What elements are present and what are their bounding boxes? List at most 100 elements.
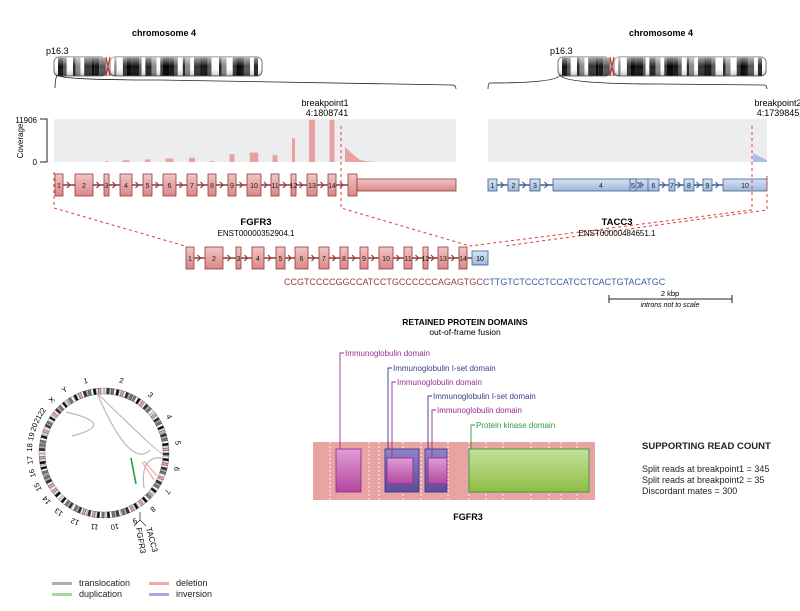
domain-label: Immunoglobulin domain: [397, 378, 482, 387]
intron-arrow: [282, 181, 287, 189]
legend: translocation deletion duplication inver…: [52, 578, 236, 600]
circos-chr-label: 13: [53, 506, 65, 518]
coverage-axis: [40, 118, 48, 163]
exon-label: 10: [741, 183, 749, 190]
split-reads-breakpoint1: Split reads at breakpoint1 = 345: [642, 464, 770, 474]
coverage-bar: [329, 119, 335, 162]
circos-band-chr5: [162, 452, 170, 456]
circos-band-chr11: [101, 511, 105, 519]
exon-label: 11: [271, 183, 278, 190]
intron-arrow: [155, 181, 160, 189]
exon-label: 3: [237, 256, 241, 263]
right-coverage-bars: [753, 153, 767, 162]
circos-band-chr9: [120, 508, 126, 516]
circos-chr-label: X: [47, 395, 57, 405]
circos-chr-label: 18: [25, 443, 35, 452]
exon-label: 3: [533, 183, 537, 190]
intron-arrow: [263, 181, 268, 189]
domains-title: RETAINED PROTEIN DOMAINS: [402, 317, 528, 327]
exon-10: [246, 173, 262, 197]
circos-chr-label: 22: [36, 406, 48, 418]
intron-arrow: [135, 181, 140, 189]
coverage-bar: [165, 158, 174, 162]
circos-band-chr15: [43, 474, 51, 480]
breakpoint1-label: breakpoint1: [301, 98, 348, 108]
domain-label: Immunoglobulin domain: [345, 349, 430, 358]
exon-label: 8: [210, 183, 214, 190]
breakpoint2-label: breakpoint2: [754, 98, 800, 108]
breakpoint2-position: 4:1739845: [757, 108, 800, 118]
intron-arrow: [244, 254, 249, 262]
exon-8: [339, 246, 349, 270]
intron-arrow: [66, 181, 71, 189]
exon-9: [359, 246, 369, 270]
exon-14: [327, 173, 337, 197]
read-count-title: SUPPORTING READ COUNT: [642, 441, 771, 452]
split-reads-breakpoint2: Split reads at breakpoint2 = 35: [642, 475, 765, 485]
exon-7: [668, 178, 676, 192]
left-chromosome-title: chromosome 4: [132, 28, 196, 38]
exon-label: 1: [188, 256, 192, 263]
exon-label: 8: [342, 256, 346, 263]
circos-band-chr21: [46, 420, 54, 426]
exon-7: [186, 173, 198, 197]
exon-12: [422, 246, 429, 270]
exon-label: 7: [670, 183, 674, 190]
fgfr3-gene-name: FGFR3: [240, 217, 271, 228]
coverage-bar: [189, 157, 195, 162]
exon-1: [185, 246, 195, 270]
domain-label: Immunoglobulin I-set domain: [393, 364, 496, 373]
exon-label: 9: [230, 183, 234, 190]
coverage-min-label: 0: [33, 158, 38, 167]
exon-label: 6: [168, 183, 172, 190]
circos-band-chr2: [104, 387, 107, 395]
circos-band-chr19: [40, 434, 48, 440]
domain-leader-line: [431, 409, 436, 458]
intron-arrow: [715, 181, 720, 189]
tacc3-fusion-guide-right: [504, 176, 768, 247]
exon-label: 13: [439, 256, 447, 263]
right-chromosome-title: chromosome 4: [629, 28, 693, 38]
circos-chr-label: 3: [146, 390, 155, 400]
legend-label-inversion: inversion: [176, 589, 213, 599]
intron-arrow: [639, 181, 644, 189]
right-chromosome-ideogram: [557, 56, 767, 77]
intron-arrow: [677, 181, 682, 189]
deletion-link: [141, 461, 155, 481]
discordant-mates: Discordant mates = 300: [642, 486, 738, 496]
exon-2: [204, 246, 224, 270]
tacc3-gene-name: TACC3: [602, 217, 633, 228]
circos-band-chr1: [98, 387, 102, 395]
legend-label-duplication: duplication: [79, 589, 123, 599]
coverage-bar: [249, 152, 259, 162]
exon-label: 4: [256, 256, 260, 263]
exon-label: 1: [57, 183, 61, 190]
exon-3: [529, 178, 541, 192]
exon-5: [275, 246, 286, 270]
circos-band-chr17: [38, 456, 46, 460]
legend-swatch-translocation: [52, 582, 72, 585]
exon-label: 7: [322, 256, 326, 263]
intron-arrow: [197, 254, 202, 262]
left-chromosome-ideogram: [53, 56, 263, 77]
coverage-bar: [144, 159, 151, 162]
intron-arrow: [299, 181, 304, 189]
coverage-bar: [209, 161, 215, 162]
exon-label: 6: [652, 183, 656, 190]
exon-8: [683, 178, 695, 192]
circos-chr-label: 7: [163, 488, 173, 496]
circos-chr-label: Y: [60, 385, 69, 395]
circos-band-chr20: [43, 426, 51, 432]
left-band-label: p16.3: [46, 46, 69, 56]
domain-label: Immunoglobulin I-set domain: [433, 392, 536, 401]
exon-label: 14: [328, 183, 336, 190]
intron-arrow: [227, 254, 232, 262]
intron-arrow: [451, 254, 456, 262]
circos-band-chr13: [58, 495, 65, 502]
circos-band-chr10: [104, 511, 108, 519]
intron-arrow: [287, 254, 292, 262]
intron-arrow: [311, 254, 316, 262]
